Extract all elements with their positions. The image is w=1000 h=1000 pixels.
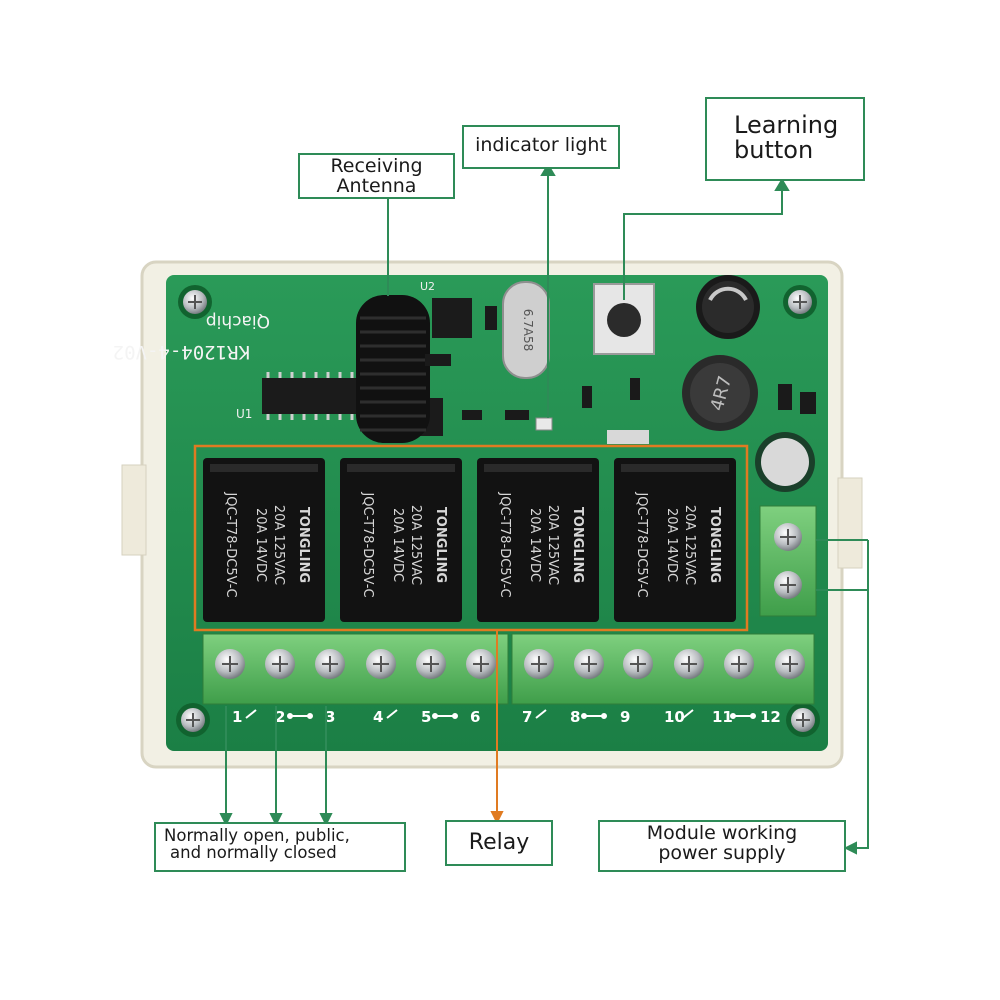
terminal-num-3: 3 — [325, 708, 335, 726]
contact-symbols — [245, 709, 756, 719]
terminal-num-4: 4 — [373, 708, 383, 726]
indicator-led — [535, 417, 553, 431]
relay-1-rating2: 20A 14VDC — [253, 508, 268, 582]
output-terminal-block-left — [202, 633, 509, 705]
relay-4-model: JQC-T78-DC5V-C — [634, 491, 649, 597]
crystal: 6.7A58 — [502, 281, 550, 379]
relay-1-rating1: 20A 125VAC — [271, 505, 286, 585]
relay-2-rating2: 20A 14VDC — [390, 508, 405, 582]
relay-2-brand: TONGLING — [433, 507, 448, 583]
relay-4-brand: TONGLING — [707, 507, 722, 583]
smd-components — [425, 306, 816, 444]
learning-button-callout: Learning button — [705, 97, 865, 181]
capacitor-top — [696, 275, 760, 339]
contacts-callout: Normally open, public, and normally clos… — [154, 822, 406, 872]
output-terminal-block-right — [511, 633, 815, 705]
output-terminal-screws — [215, 649, 805, 679]
antenna-coil — [356, 295, 430, 443]
relay-4-rating2: 20A 14VDC — [664, 508, 679, 582]
terminal-num-2: 2 — [275, 708, 285, 726]
enclosure-tab-right — [837, 477, 863, 569]
relay-1-brand: TONGLING — [296, 507, 311, 583]
antenna-label-line2: Antenna — [336, 174, 417, 197]
terminal-num-12: 12 — [760, 708, 781, 726]
board-model: KR1204-4-V02 — [113, 341, 250, 363]
relay-1-model: JQC-T78-DC5V-C — [223, 491, 238, 597]
enclosure-tab-left — [121, 464, 147, 556]
silk-u1: U1 — [236, 407, 252, 421]
antenna-callout: Receiving Antenna — [298, 153, 455, 199]
chip-u2: U2 — [420, 280, 472, 338]
terminal-num-1: 1 — [232, 708, 242, 726]
indicator-light-label: indicator light — [475, 134, 607, 156]
terminal-num-7: 7 — [522, 708, 532, 726]
learning-label-line1: Learning — [734, 111, 839, 139]
inductor: 4R7 — [682, 355, 758, 431]
relay-leader-line — [490, 630, 504, 825]
relay-3 — [477, 458, 599, 622]
relay-3-rating1: 20A 125VAC — [545, 505, 560, 585]
relay-2-model: JQC-T78-DC5V-C — [360, 491, 375, 597]
terminal-num-11: 11 — [712, 708, 733, 726]
relay-callout: Relay — [445, 820, 553, 866]
contacts-label-line2: and normally closed — [170, 843, 337, 863]
chip-u1: U1 — [236, 372, 358, 421]
silk-u2: U2 — [420, 280, 435, 293]
mount-screw-tr — [783, 285, 817, 319]
learning-label-line2: button — [734, 136, 814, 165]
antenna-label-line1: Receiving — [330, 155, 423, 177]
power-label-line1: Module working — [646, 822, 798, 844]
relay-2-rating1: 20A 125VAC — [408, 505, 423, 585]
relay-3-rating2: 20A 14VDC — [527, 508, 542, 582]
board-brand: Qiachip — [206, 311, 270, 331]
power-supply-callout: Module working power supply — [598, 820, 846, 872]
terminal-num-10: 10 — [664, 708, 685, 726]
mount-screw-bl — [176, 703, 210, 737]
relay-4-rating1: 20A 125VAC — [682, 505, 697, 585]
power-label-line2: power supply — [658, 841, 786, 864]
relay-4 — [614, 458, 736, 622]
mount-screw-tl — [178, 285, 212, 319]
relay-1 — [203, 458, 325, 622]
terminal-num-6: 6 — [470, 708, 480, 726]
relay-3-model: JQC-T78-DC5V-C — [497, 491, 512, 597]
relay-2 — [340, 458, 462, 622]
leader-lines — [219, 163, 869, 855]
terminal-num-5: 5 — [421, 708, 431, 726]
capacitor-right — [755, 432, 815, 492]
terminal-num-8: 8 — [570, 708, 580, 726]
contacts-label-line1: Normally open, public, — [164, 826, 350, 845]
mount-screw-br — [786, 703, 820, 737]
power-terminal-block — [759, 505, 817, 617]
crystal-label: 6.7A58 — [521, 309, 535, 352]
indicator-light-callout: indicator light — [462, 125, 620, 169]
relay-highlight-box — [193, 444, 749, 632]
relay-3-brand: TONGLING — [570, 507, 585, 583]
terminal-num-9: 9 — [620, 708, 630, 726]
relay-label: Relay — [468, 830, 530, 855]
